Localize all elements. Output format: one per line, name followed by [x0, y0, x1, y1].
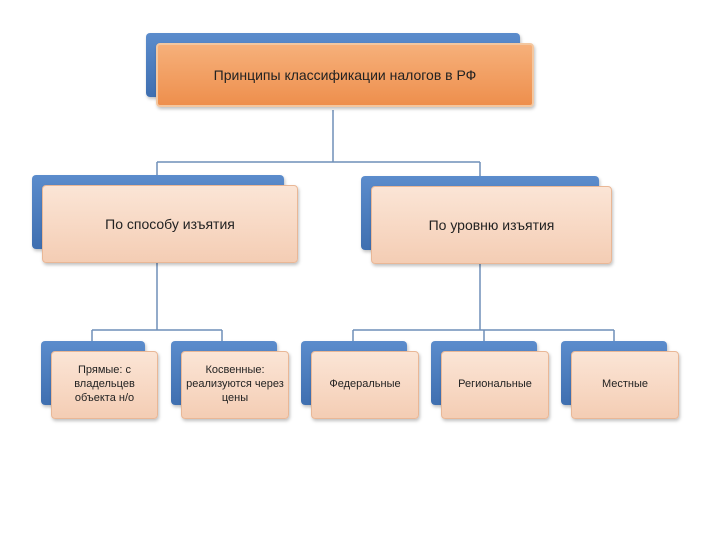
child-node-federal: Федеральные — [301, 341, 419, 419]
child-node-regional-box: Региональные — [441, 351, 549, 419]
child-node-indirect-label: Косвенные: реализуются через цены — [186, 364, 284, 404]
child-node-local-box: Местные — [571, 351, 679, 419]
branch-node-method: По способу изъятия — [32, 175, 298, 263]
branch-node-level-box: По уровню изъятия — [371, 186, 612, 264]
branch-node-level-label: По уровню изъятия — [428, 217, 555, 233]
root-node-label: Принципы классификации налогов в РФ — [213, 67, 477, 83]
child-node-indirect-box: Косвенные: реализуются через цены — [181, 351, 289, 419]
child-node-regional-label: Региональные — [458, 378, 532, 391]
root-node: Принципы классификации налогов в РФ — [146, 33, 534, 107]
child-node-direct-label: Прямые: с владельцев объекта н/о — [74, 364, 135, 404]
root-node-box: Принципы классификации налогов в РФ — [156, 43, 534, 107]
branch-node-method-box: По способу изъятия — [42, 185, 298, 263]
branch-node-method-label: По способу изъятия — [105, 216, 235, 232]
child-node-direct: Прямые: с владельцев объекта н/о — [41, 341, 158, 419]
child-node-federal-box: Федеральные — [311, 351, 419, 419]
child-node-indirect: Косвенные: реализуются через цены — [171, 341, 289, 419]
child-node-local: Местные — [561, 341, 679, 419]
child-node-federal-label: Федеральные — [329, 378, 401, 391]
child-node-direct-box: Прямые: с владельцев объекта н/о — [51, 351, 158, 419]
branch-node-level: По уровню изъятия — [361, 176, 612, 264]
child-node-regional: Региональные — [431, 341, 549, 419]
child-node-local-label: Местные — [601, 378, 649, 391]
